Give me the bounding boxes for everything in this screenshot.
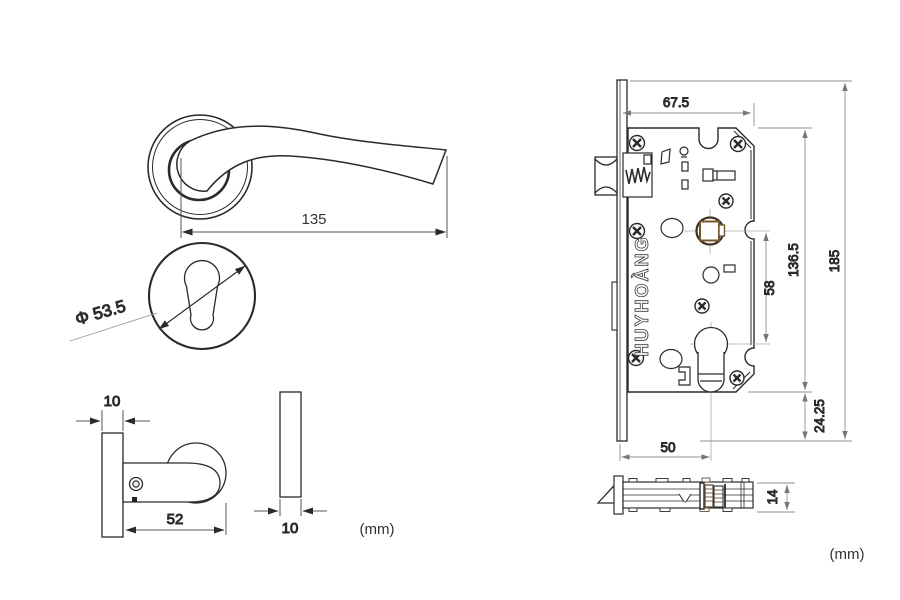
lock-side-view: 14 bbox=[596, 475, 795, 515]
body-notch bbox=[678, 493, 692, 503]
faceplate-side bbox=[613, 475, 624, 515]
lock-dimensions bbox=[619, 80, 852, 461]
follower-section-side bbox=[699, 482, 726, 510]
stop-bracket bbox=[678, 366, 691, 386]
screws bbox=[627, 134, 747, 386]
latch-spring-box bbox=[622, 152, 653, 198]
set-screw-dot bbox=[132, 497, 137, 502]
lock-front-view: HUYHOÀNG 67.5 58 136.5 24.25 18 bbox=[594, 79, 852, 461]
dim-escutcheon-thickness-label: 10 bbox=[282, 520, 299, 537]
dim-centers-label: 58 bbox=[762, 280, 777, 295]
escutcheon-side-view: 10 bbox=[254, 391, 327, 538]
dim-faceplate-height-label: 185 bbox=[827, 250, 842, 273]
internal-parts bbox=[659, 146, 736, 386]
cylinder-hole bbox=[690, 322, 770, 461]
dim-diameter-label: Φ 53.5 bbox=[73, 297, 128, 329]
screw-icon bbox=[718, 193, 734, 209]
dim-projection-label: 52 bbox=[167, 511, 184, 528]
dim-lock-thickness bbox=[757, 482, 795, 513]
slider-bar bbox=[712, 170, 736, 181]
dim-case-height-label: 136.5 bbox=[786, 243, 801, 277]
screw-icon bbox=[627, 349, 645, 367]
body-bumps bbox=[628, 477, 750, 512]
screw-icon bbox=[729, 370, 745, 386]
dim-rose-thickness bbox=[76, 410, 150, 431]
left-units-label: (mm) bbox=[360, 521, 395, 538]
dim-lock-thickness-label: 14 bbox=[765, 489, 780, 505]
lock-case bbox=[627, 127, 755, 393]
escutcheon-front-view: Φ 53.5 bbox=[69, 241, 257, 351]
faceplate-tab bbox=[611, 281, 618, 331]
screw-hole-inner bbox=[132, 480, 140, 488]
dim-diameter bbox=[69, 265, 246, 342]
slider-block bbox=[702, 168, 714, 182]
rose-plate-side bbox=[101, 432, 124, 538]
spindle-follower bbox=[684, 209, 770, 254]
screw-icon bbox=[694, 298, 710, 314]
dim-rose-thickness-label: 10 bbox=[104, 393, 121, 410]
dim-backset-label: 50 bbox=[660, 440, 675, 455]
spring bbox=[625, 166, 651, 185]
rose-inner-ring bbox=[152, 119, 248, 215]
dim-escutcheon-thickness bbox=[254, 499, 327, 516]
dim-projection bbox=[125, 503, 227, 535]
screw-icon bbox=[628, 134, 646, 152]
screw-icon bbox=[729, 135, 747, 153]
handle-front-view: 135 bbox=[147, 114, 448, 238]
dim-135-label: 135 bbox=[301, 211, 326, 228]
lever-neck-side bbox=[122, 462, 221, 503]
handle-side-view: 10 52 bbox=[76, 393, 227, 538]
dim-below-case-label: 24.25 bbox=[812, 399, 827, 433]
right-units-label: (mm) bbox=[830, 546, 865, 563]
faceplate bbox=[616, 79, 628, 442]
dim-135 bbox=[180, 156, 448, 238]
dim-case-width-label: 67.5 bbox=[663, 95, 689, 110]
lever-handle bbox=[176, 125, 448, 192]
screw-icon bbox=[628, 222, 646, 240]
brand-label: HUYHOÀNG bbox=[631, 235, 652, 356]
escutcheon-plate-side bbox=[279, 391, 302, 498]
latch-bolt bbox=[594, 156, 618, 196]
